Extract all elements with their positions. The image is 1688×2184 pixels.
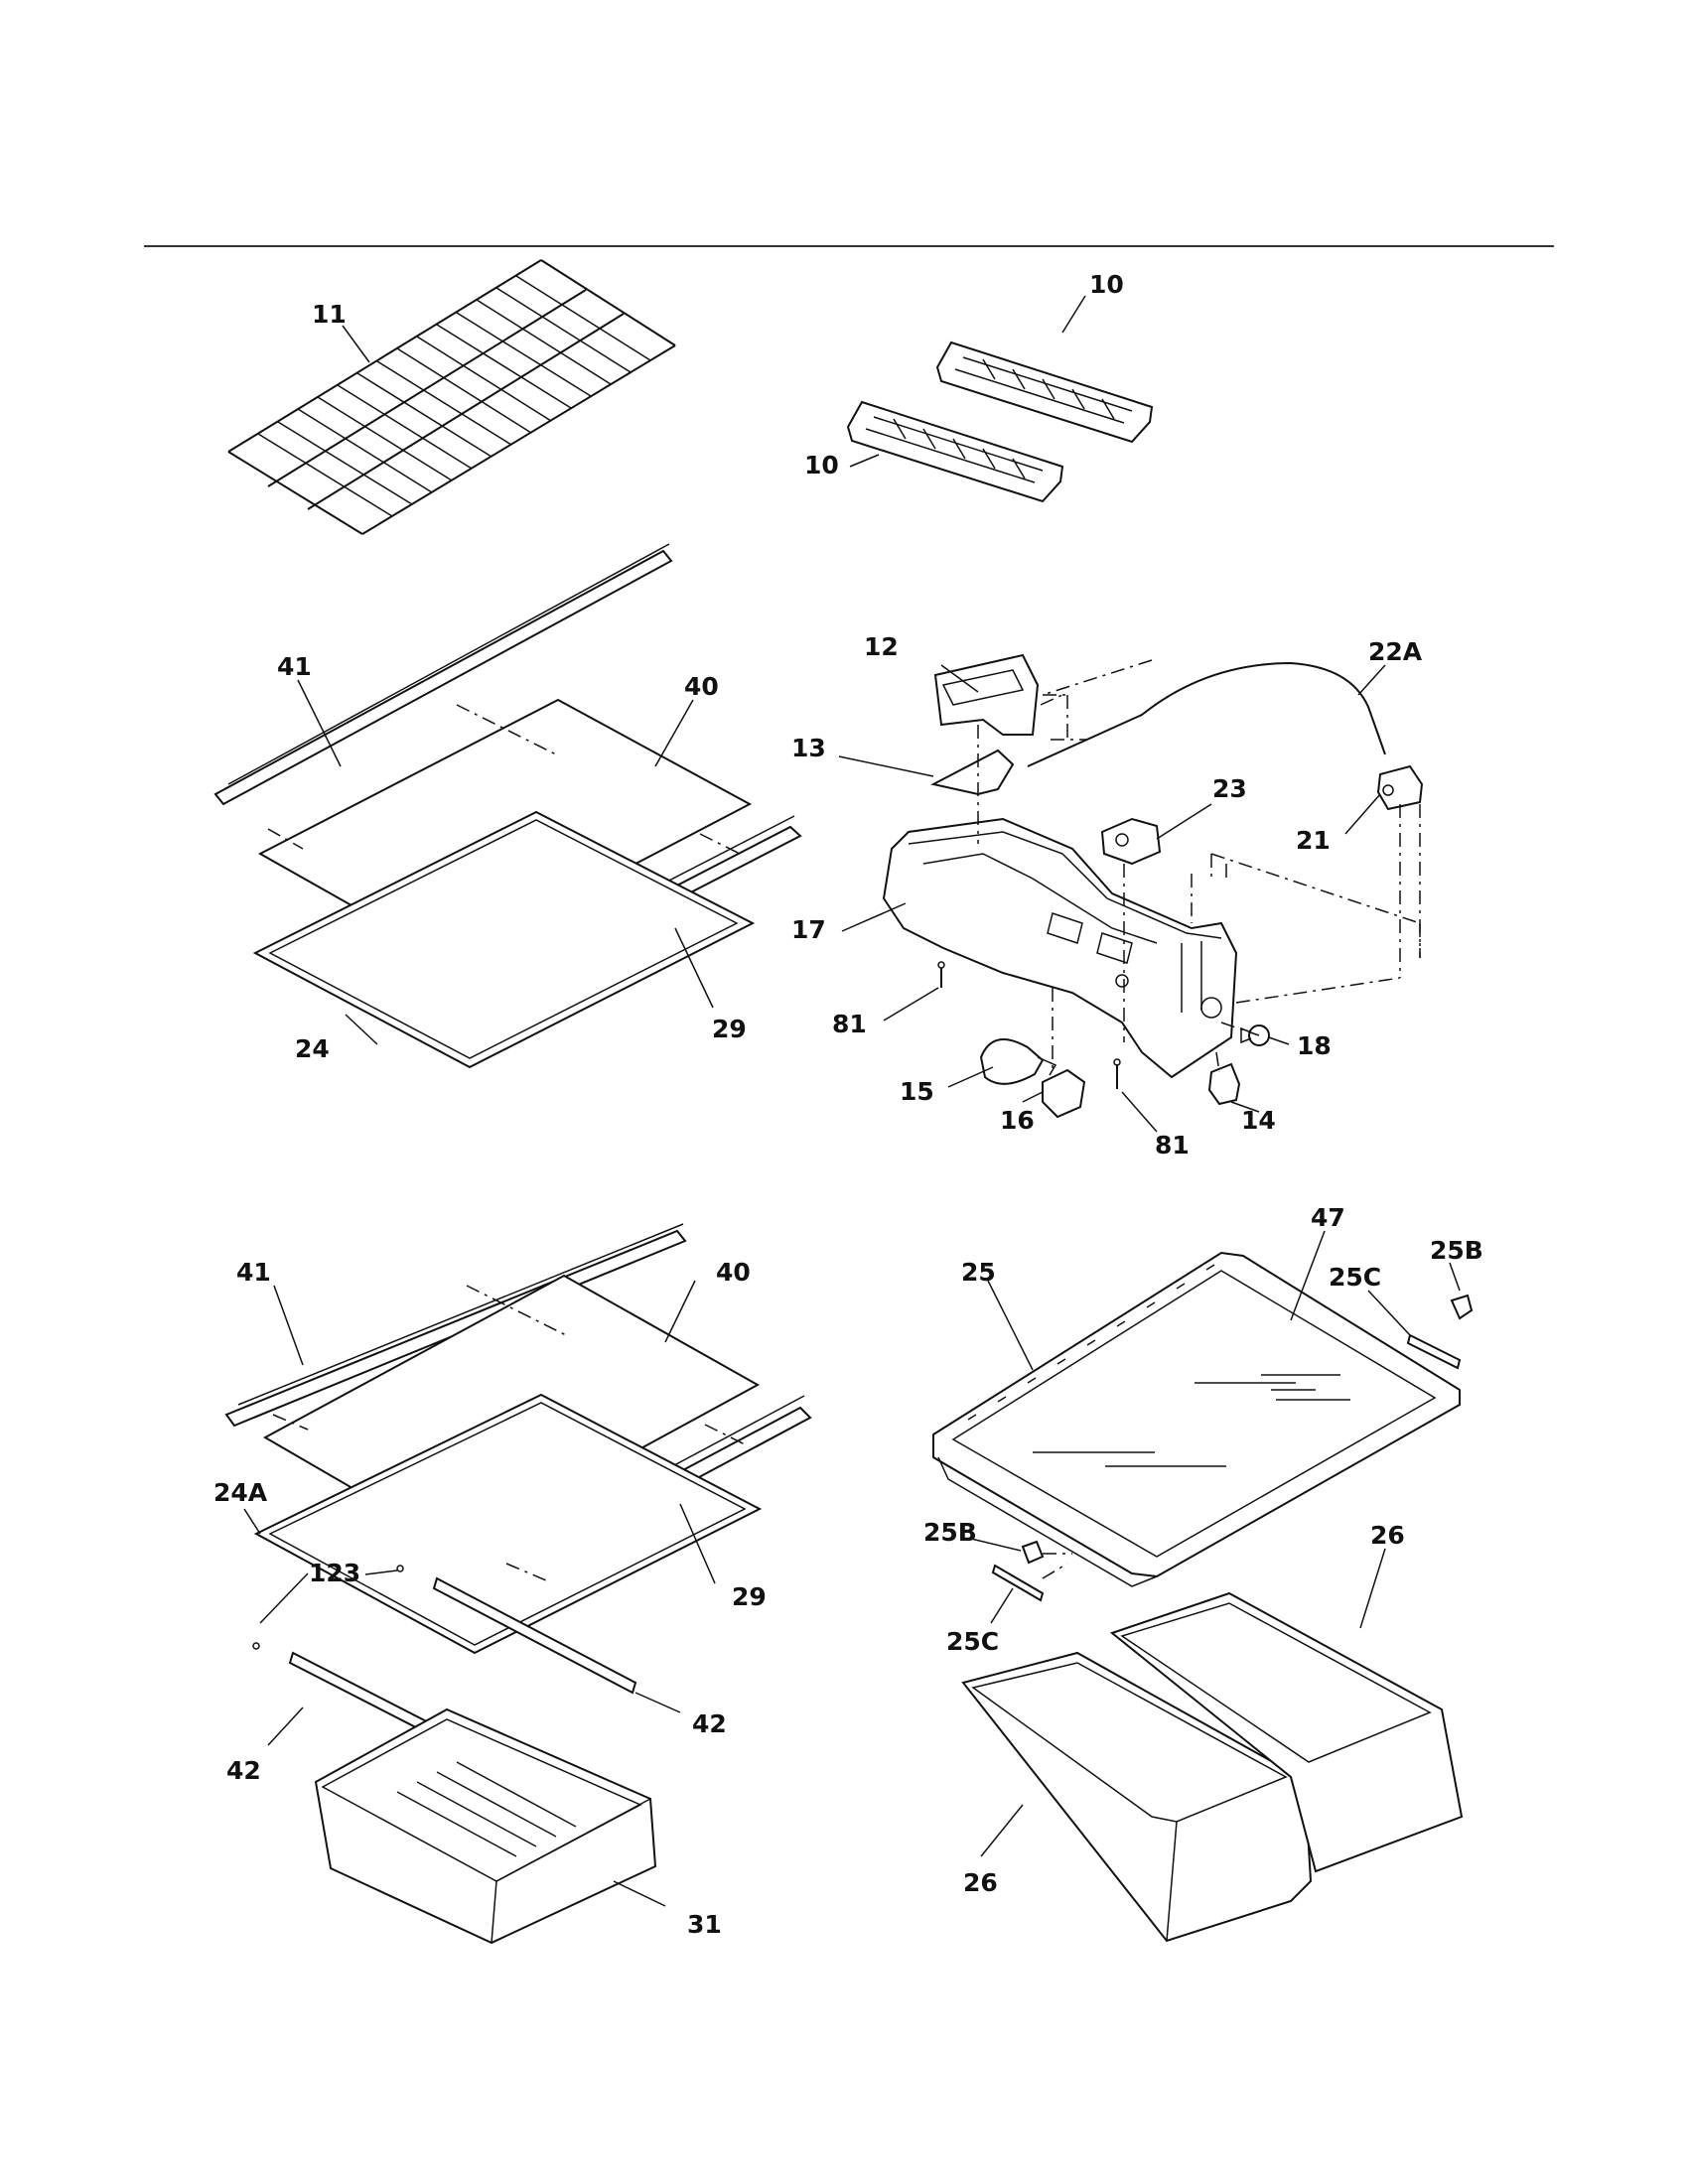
callout-29-top: 29: [712, 1015, 747, 1043]
callout-10-top: 10: [1089, 270, 1124, 299]
slide-icon: [1021, 1294, 1474, 1565]
callout-18: 18: [1297, 1031, 1332, 1060]
callout-40-top: 40: [684, 672, 719, 701]
callout-24A: 24A: [213, 1478, 268, 1507]
callout-15: 15: [900, 1077, 934, 1106]
callout-81-left: 81: [832, 1010, 867, 1038]
screw-icon: [252, 1565, 404, 1650]
shelf-frame-icon: [253, 1393, 763, 1655]
knob-icon: [1240, 1024, 1270, 1046]
callout-25: 25: [961, 1258, 996, 1287]
crisper-pan-icon: [961, 1591, 1464, 1943]
control-housing-icon: [882, 817, 1238, 1079]
shelf-frame-icon: [252, 810, 756, 1069]
callout-23: 23: [1212, 774, 1247, 803]
callout-13: 13: [791, 734, 826, 762]
callout-14: 14: [1241, 1106, 1276, 1135]
callout-25C-bottom: 25C: [946, 1627, 999, 1656]
light-bulb-icon: [979, 1038, 1057, 1085]
callout-25B-top: 25B: [1430, 1236, 1483, 1265]
callout-42-right: 42: [692, 1709, 727, 1738]
front-trim-icon: [213, 543, 673, 806]
callout-10-bottom: 10: [804, 451, 839, 479]
callout-16: 16: [1000, 1106, 1035, 1135]
callout-41-top: 41: [277, 652, 312, 681]
screw-icon: [937, 961, 945, 988]
callout-81-right: 81: [1155, 1131, 1190, 1160]
callout-17: 17: [791, 915, 826, 944]
switch-icon: [1207, 1062, 1241, 1106]
callout-26-left: 26: [963, 1868, 998, 1897]
glass-insert-icon: [1033, 1374, 1350, 1467]
callout-12: 12: [864, 632, 899, 661]
callout-25B-bottom: 25B: [923, 1518, 977, 1547]
support-bracket-icon: [991, 1333, 1462, 1602]
callout-22A: 22A: [1368, 637, 1423, 666]
callout-47: 47: [1311, 1203, 1345, 1232]
callout-123: 123: [309, 1559, 360, 1587]
callout-21: 21: [1296, 826, 1331, 855]
callout-31: 31: [687, 1910, 722, 1939]
capillary-tube-icon: [1027, 661, 1386, 767]
lamp-socket-icon: [1042, 1068, 1086, 1119]
screw-icon: [1113, 1058, 1121, 1089]
callout-29-bottom: 29: [732, 1582, 767, 1611]
crisper-cover-icon: [932, 1251, 1461, 1587]
damper-control-icon: [1100, 817, 1162, 866]
callout-40-bottom: 40: [716, 1258, 751, 1287]
wire-shelf-icon: [227, 259, 676, 535]
callout-11: 11: [312, 300, 347, 329]
callout-42-left: 42: [226, 1756, 261, 1785]
deflector-icon: [930, 749, 1015, 796]
thermostat-icon: [1376, 764, 1424, 811]
callout-24: 24: [295, 1034, 330, 1063]
callout-41-bottom: 41: [236, 1258, 271, 1287]
meat-pan-icon: [314, 1707, 657, 1945]
light-shield-icon: [933, 653, 1040, 736]
ice-tray-icon: [846, 341, 1154, 503]
callout-26-right: 26: [1370, 1521, 1405, 1550]
callout-25C-top: 25C: [1329, 1263, 1381, 1292]
